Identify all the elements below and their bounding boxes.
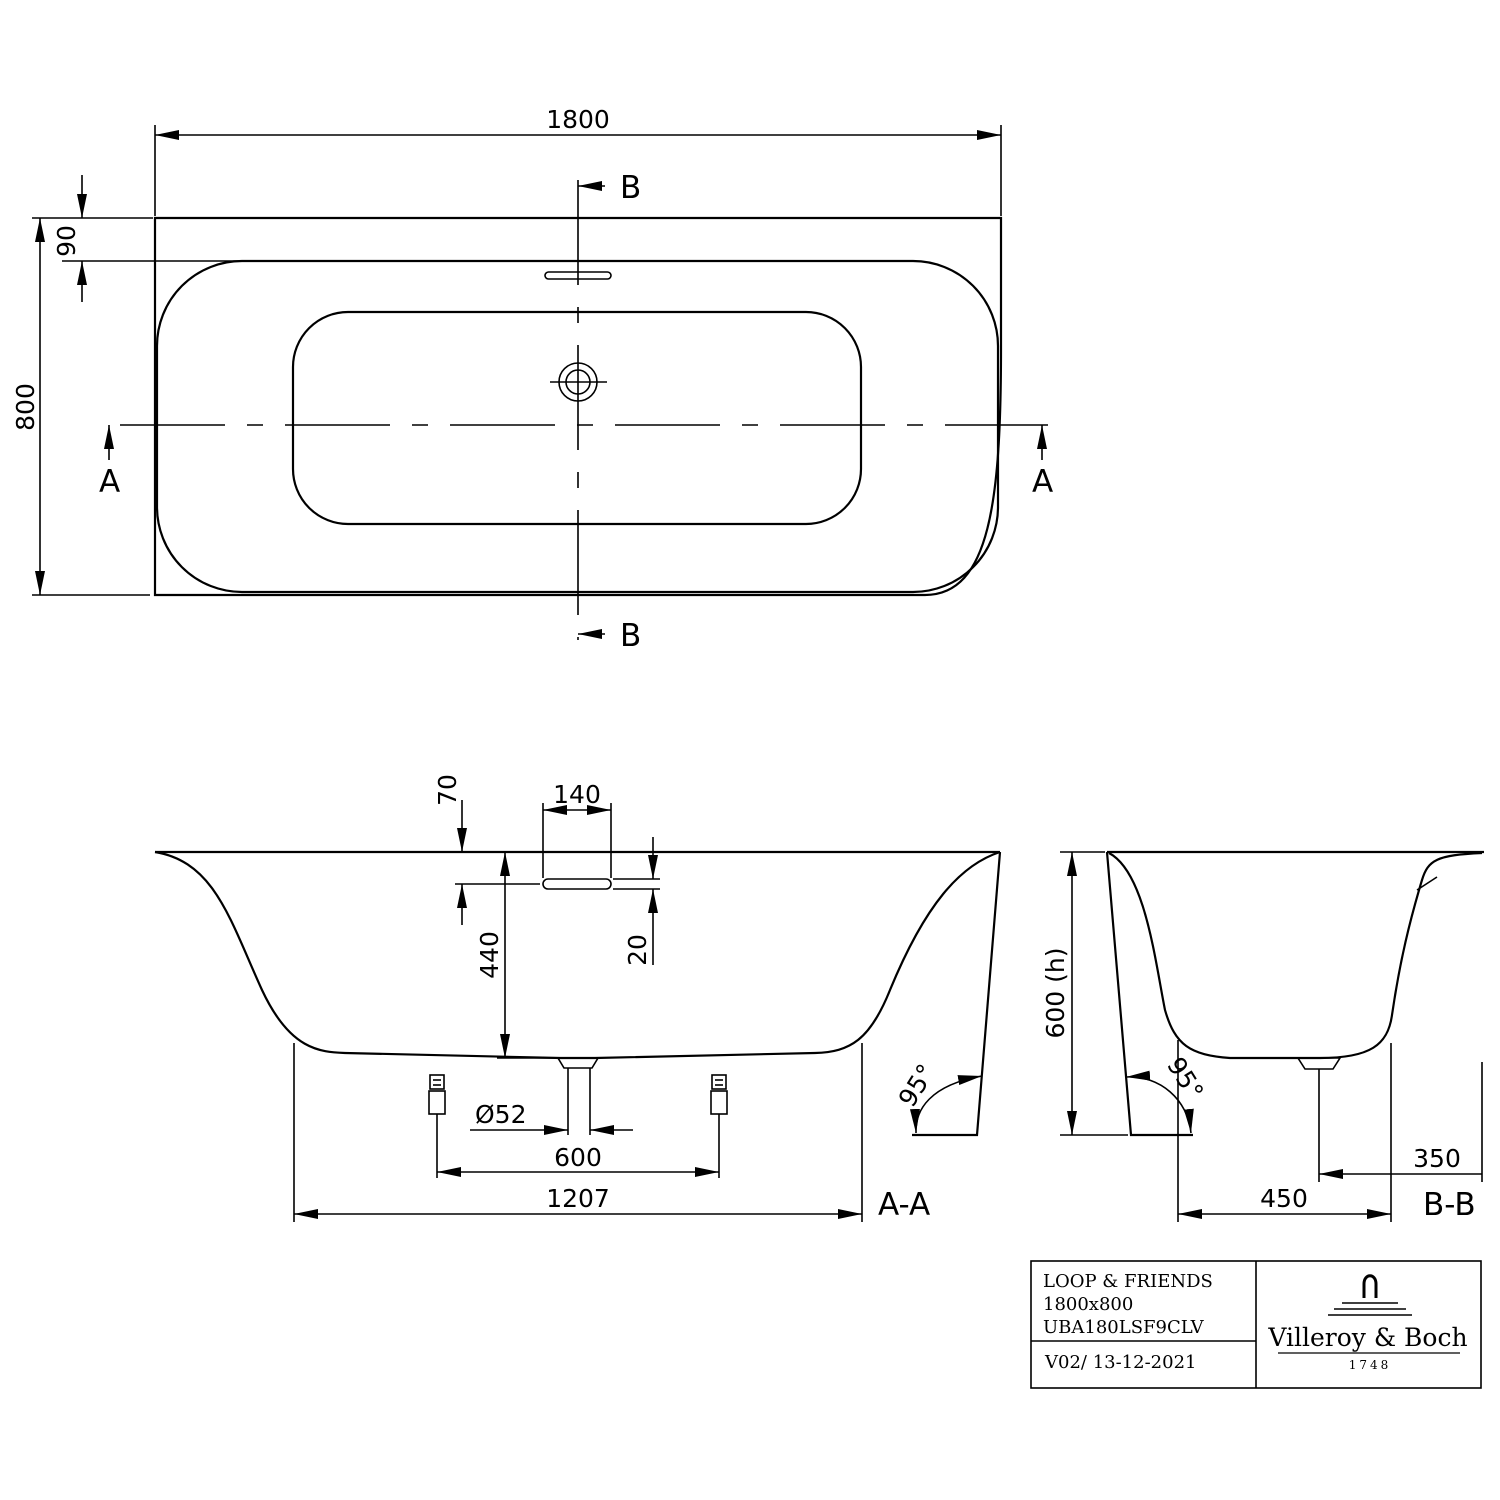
section-bb-view: 600 (h) 95° 350 450 B-B xyxy=(1041,850,1484,1223)
product-code: UBA180LSF9CLV xyxy=(1043,1317,1205,1338)
dim-depth: 440 xyxy=(475,931,504,979)
tub-inner-profile-bb xyxy=(1108,851,1483,1060)
tub-inner-profile-aa xyxy=(154,850,1001,1060)
product-name: LOOP & FRIENDS xyxy=(1043,1271,1213,1292)
product-size: 1800x800 xyxy=(1043,1294,1133,1315)
faucet-icon xyxy=(1328,1274,1412,1316)
plan-view: B B A A 1800 800 90 xyxy=(11,105,1053,654)
tub-outer-wall-bb xyxy=(1105,851,1193,1137)
dim-feet-spacing: 600 xyxy=(554,1143,602,1172)
section-aa-label: A-A xyxy=(878,1187,930,1223)
drawing-version: V02/ 13-12-2021 xyxy=(1044,1352,1196,1373)
title-block: LOOP & FRIENDS 1800x800 UBA180LSF9CLV V0… xyxy=(1030,1260,1482,1389)
tub-outer-wall-aa xyxy=(912,851,1002,1137)
waste-fitting xyxy=(556,1057,600,1069)
dim-base-length: 1207 xyxy=(546,1184,610,1213)
angle-arc-bb xyxy=(1125,1070,1194,1134)
dim-rim: 90 xyxy=(52,225,81,257)
dim-length: 1800 xyxy=(546,105,610,134)
section-bb-label: B-B xyxy=(1423,1187,1476,1223)
brand-logo: Villeroy & Boch 1748 xyxy=(1267,1274,1468,1372)
dim-overflow-height: 20 xyxy=(623,934,652,966)
section-a-left-label: A xyxy=(99,464,120,500)
dim-base-width: 450 xyxy=(1260,1184,1308,1213)
dim-height: 600 (h) xyxy=(1041,947,1070,1038)
dim-waste-offset: 350 xyxy=(1413,1144,1461,1173)
overflow-section xyxy=(542,878,612,890)
adjustable-foot-left xyxy=(428,1074,446,1178)
section-aa-view: 70 140 20 440 Ø52 600 1207 95° A-A xyxy=(154,774,1002,1223)
brand-year: 1748 xyxy=(1349,1358,1392,1372)
dim-overflow-width: 140 xyxy=(553,780,601,809)
dim-angle-bb: 95° xyxy=(1161,1052,1209,1105)
tub-basin-plan xyxy=(291,310,863,526)
dim-angle-aa: 95° xyxy=(893,1059,941,1112)
tub-outline-plan xyxy=(153,216,1003,597)
section-b-bottom-label: B xyxy=(620,618,641,654)
dim-waste-diameter: Ø52 xyxy=(475,1100,527,1129)
angle-arc-aa xyxy=(909,1075,983,1134)
brand-name: Villeroy & Boch xyxy=(1267,1323,1467,1352)
waste-fitting-bb xyxy=(1296,1057,1342,1070)
dim-width: 800 xyxy=(11,383,40,431)
dim-rim-height: 70 xyxy=(433,774,462,806)
section-a-right-label: A xyxy=(1032,464,1053,500)
section-b-top-label: B xyxy=(620,170,641,206)
adjustable-foot-right xyxy=(710,1074,728,1178)
